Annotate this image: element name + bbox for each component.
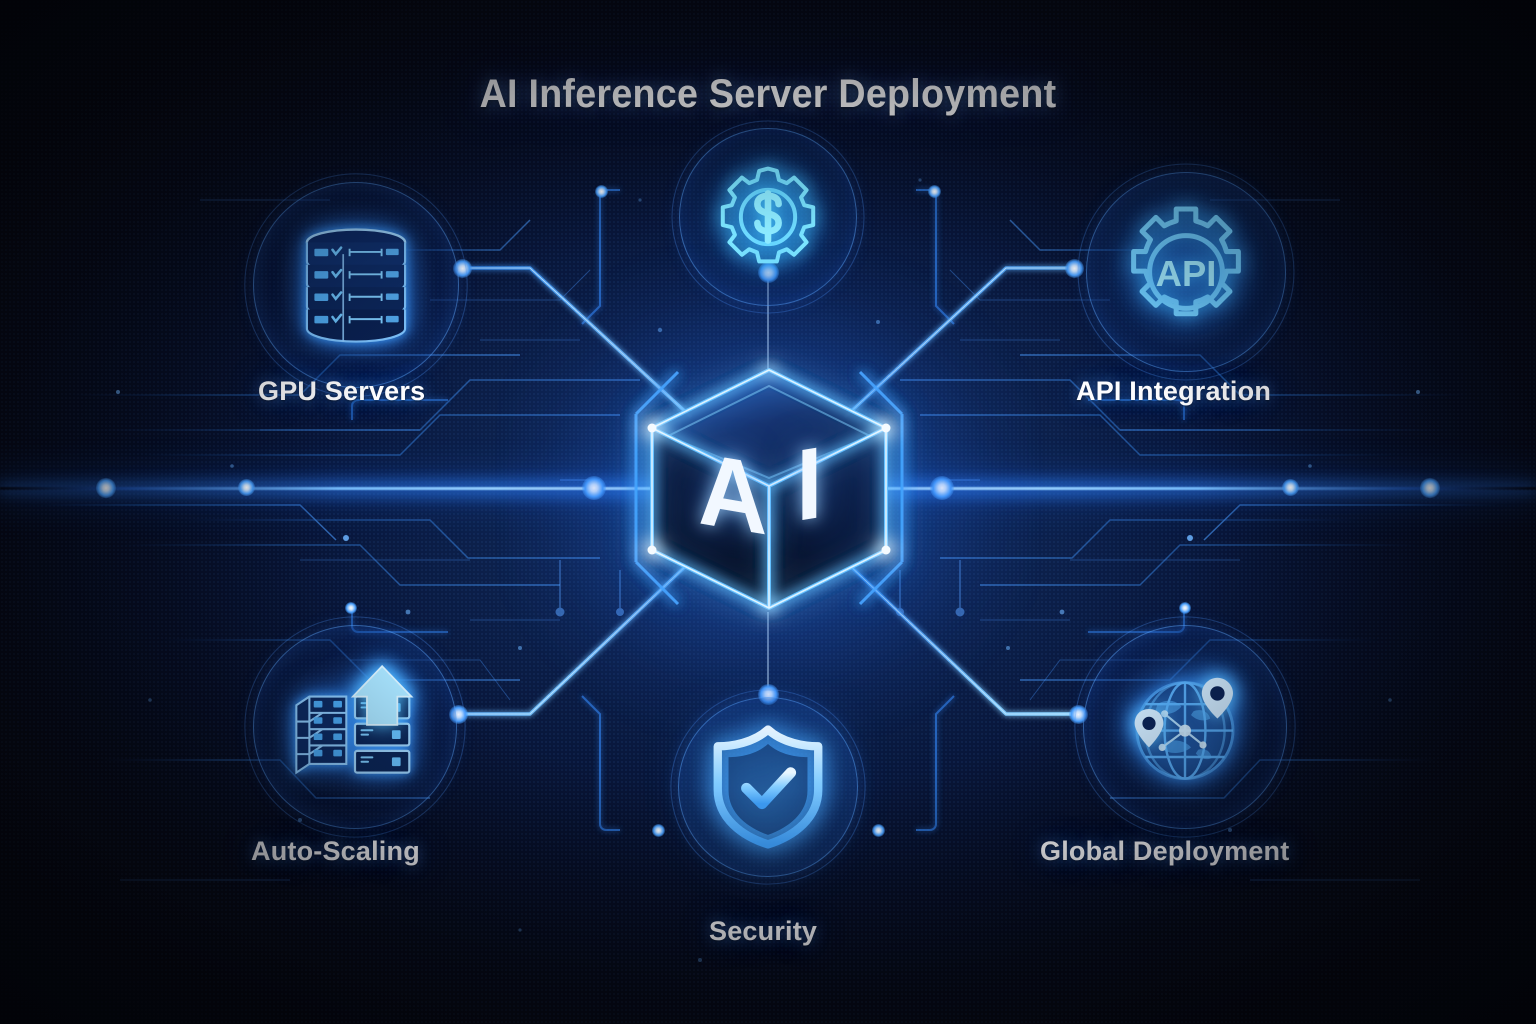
node-label-api-integration: API Integration [1076, 376, 1272, 406]
page-title: AI Inference Server Deployment [479, 72, 1057, 116]
ai-core-cube[interactable]: A I [504, 252, 1034, 732]
server-stack-icon [253, 182, 459, 388]
dollar-gear-icon [679, 128, 857, 306]
node-label-global-deployment: Global Deployment [1040, 836, 1290, 866]
shield-check-icon [678, 697, 858, 877]
node-security[interactable] [670, 689, 866, 885]
left-bracket-frame [351, 399, 448, 633]
node-cost-optimization[interactable] [671, 120, 865, 314]
node-global-deployment[interactable] [1074, 616, 1296, 838]
node-gpu-servers[interactable] [244, 173, 468, 397]
right-bracket-frame [1088, 399, 1185, 633]
node-label-gpu-servers: GPU Servers [258, 376, 426, 406]
node-api-integration[interactable]: API [1077, 163, 1295, 381]
scaling-arrow-icon [253, 625, 457, 829]
node-label-auto-scaling: Auto-Scaling [251, 836, 420, 866]
api-gear-text: API [1156, 253, 1217, 294]
cube-geometry [634, 364, 904, 614]
api-gear-icon: API [1086, 172, 1286, 372]
globe-pins-icon [1083, 625, 1287, 829]
node-label-security: Security [709, 916, 818, 946]
node-auto-scaling[interactable] [244, 616, 466, 838]
